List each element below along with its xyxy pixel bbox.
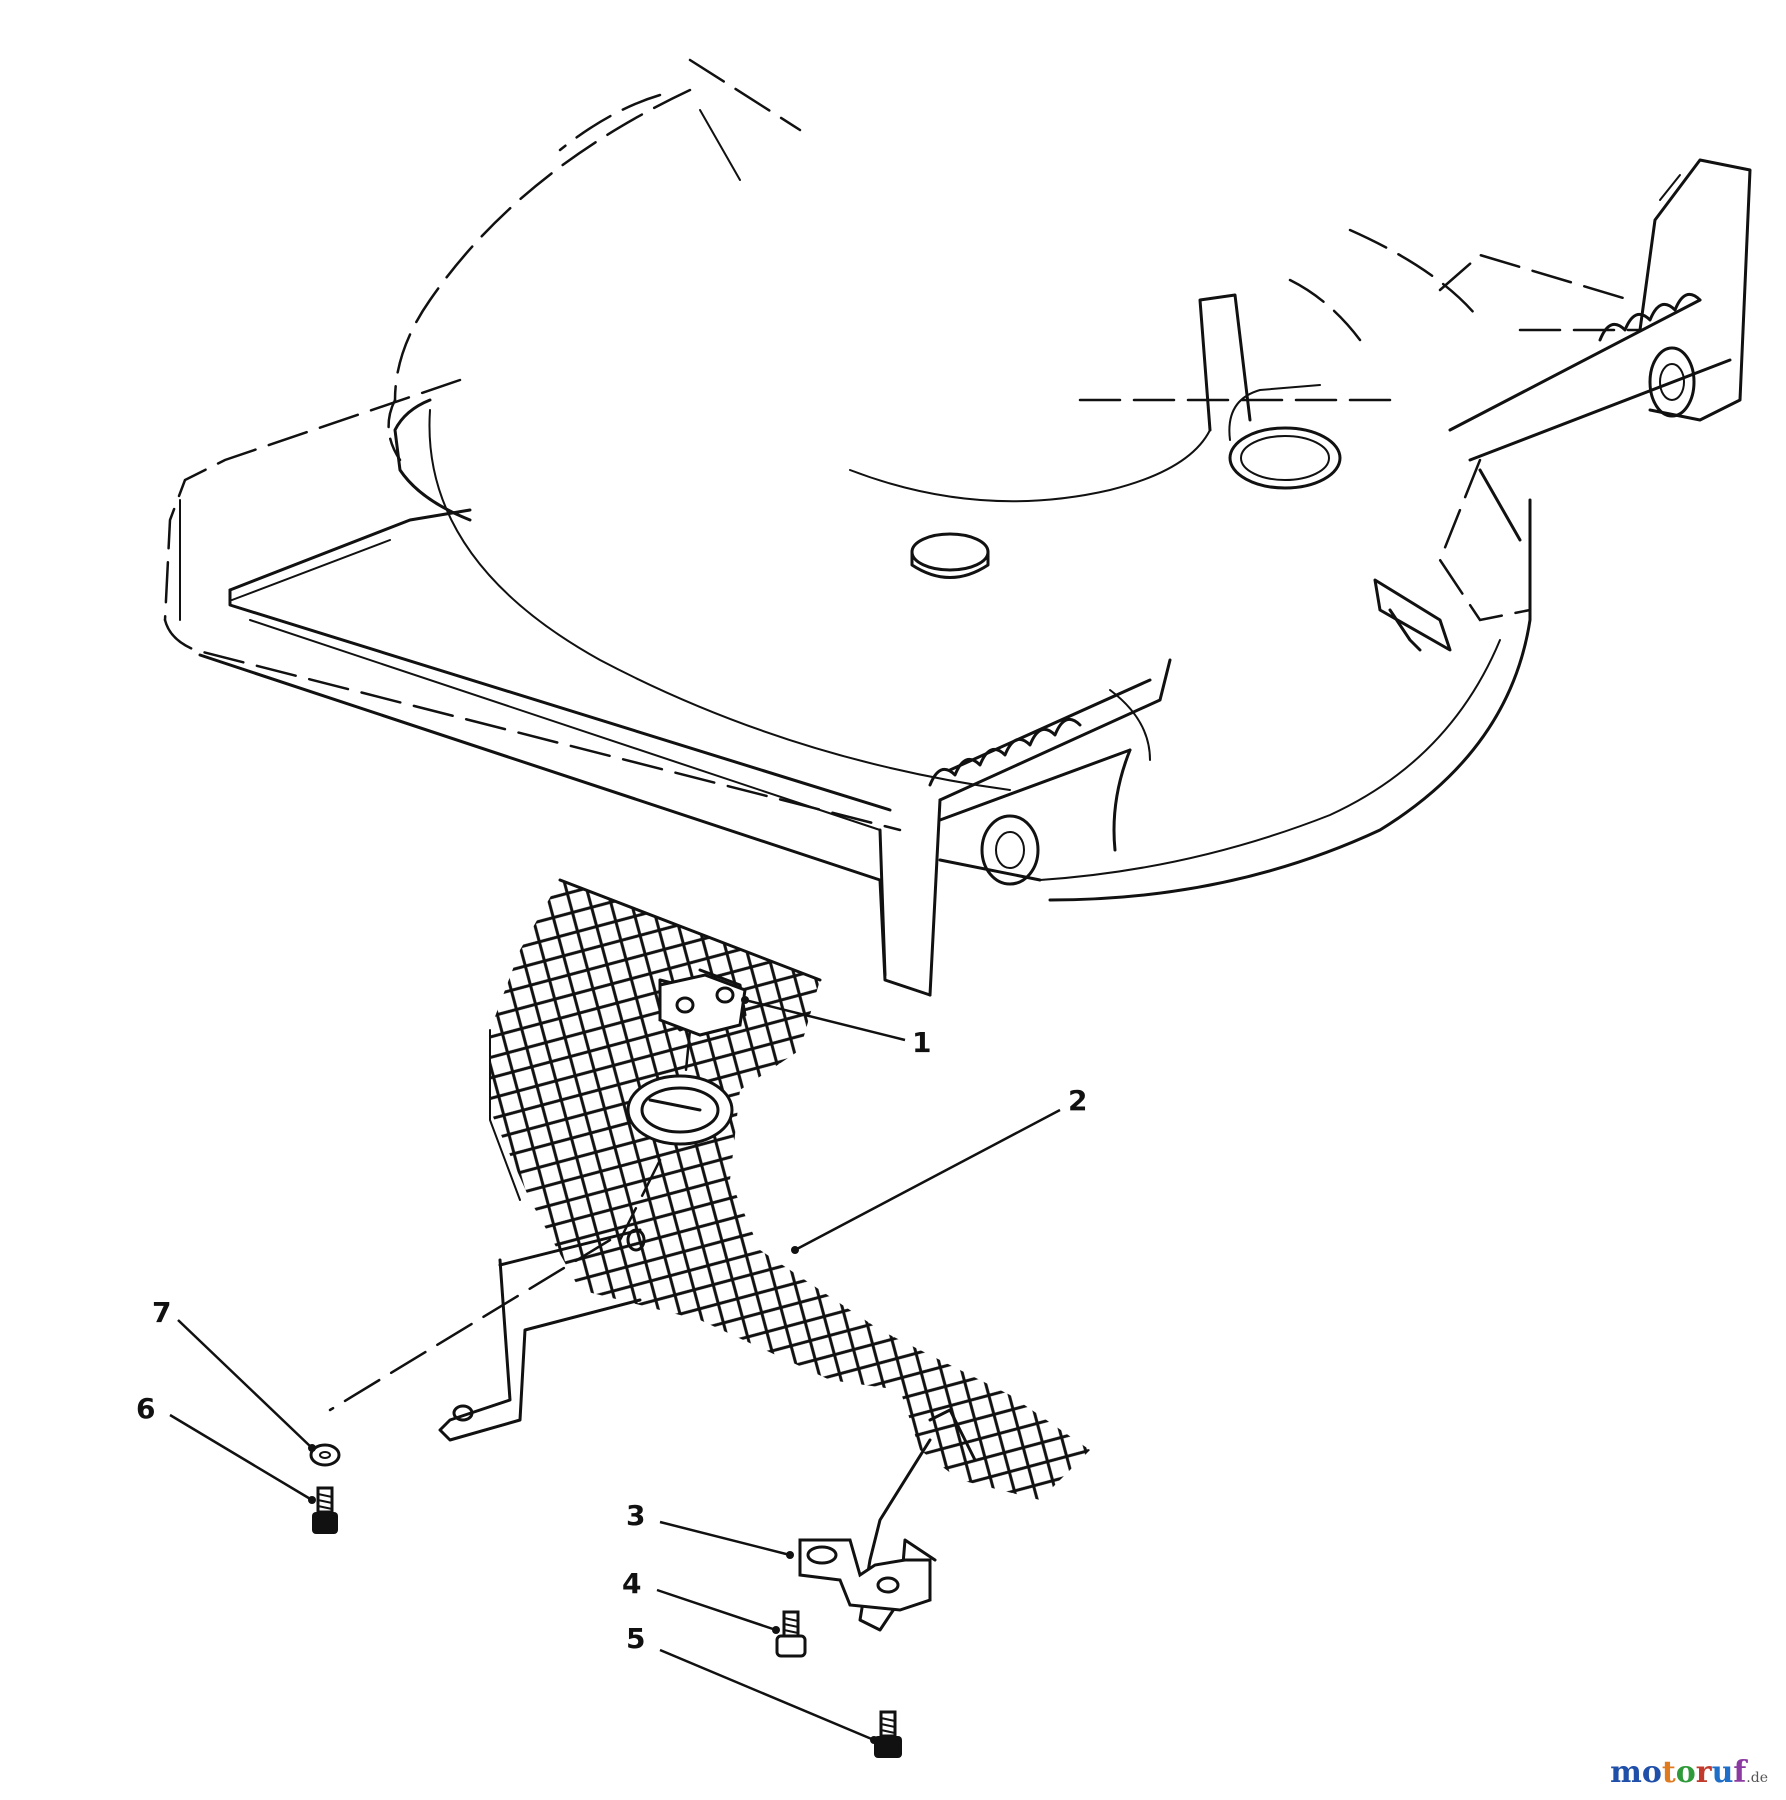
callout-label-6: 6: [136, 1392, 155, 1425]
mounting-bracket-icon: [798, 1538, 932, 1612]
screw-icon: [775, 1610, 807, 1658]
watermark-brand: motoruf: [1610, 1755, 1746, 1790]
watermark-letter: t: [1661, 1755, 1676, 1790]
callout-label-1: 1: [912, 1026, 931, 1059]
callout-1: 1: [741, 996, 931, 1059]
callout-label-4: 4: [622, 1567, 641, 1600]
washer-icon: [309, 1443, 341, 1467]
mower-deck-housing-icon: [163, 58, 1752, 997]
callout-label-5: 5: [626, 1622, 645, 1655]
callout-5: 5: [626, 1622, 878, 1744]
watermark-letter: o: [1641, 1755, 1662, 1790]
watermark-letter: u: [1711, 1755, 1734, 1790]
watermark-suffix: .de: [1746, 1770, 1768, 1786]
callout-3: 3: [626, 1499, 794, 1559]
callout-7: 7: [152, 1296, 316, 1452]
mounting-bracket-icon: [658, 973, 747, 1037]
watermark-letter: m: [1610, 1755, 1642, 1790]
callout-4: 4: [622, 1567, 780, 1634]
watermark-letter: r: [1695, 1755, 1712, 1790]
callout-2: 2: [791, 1084, 1087, 1254]
callout-label-2: 2: [1068, 1084, 1087, 1117]
watermark-logo: motoruf.de: [1610, 1755, 1768, 1790]
callout-label-7: 7: [152, 1296, 171, 1329]
screw-icon: [874, 1710, 902, 1758]
callout-label-3: 3: [626, 1499, 645, 1532]
watermark-letter: o: [1675, 1755, 1696, 1790]
callout-6: 6: [136, 1392, 316, 1504]
watermark-letter: f: [1733, 1755, 1747, 1790]
screw-icon: [312, 1486, 338, 1534]
